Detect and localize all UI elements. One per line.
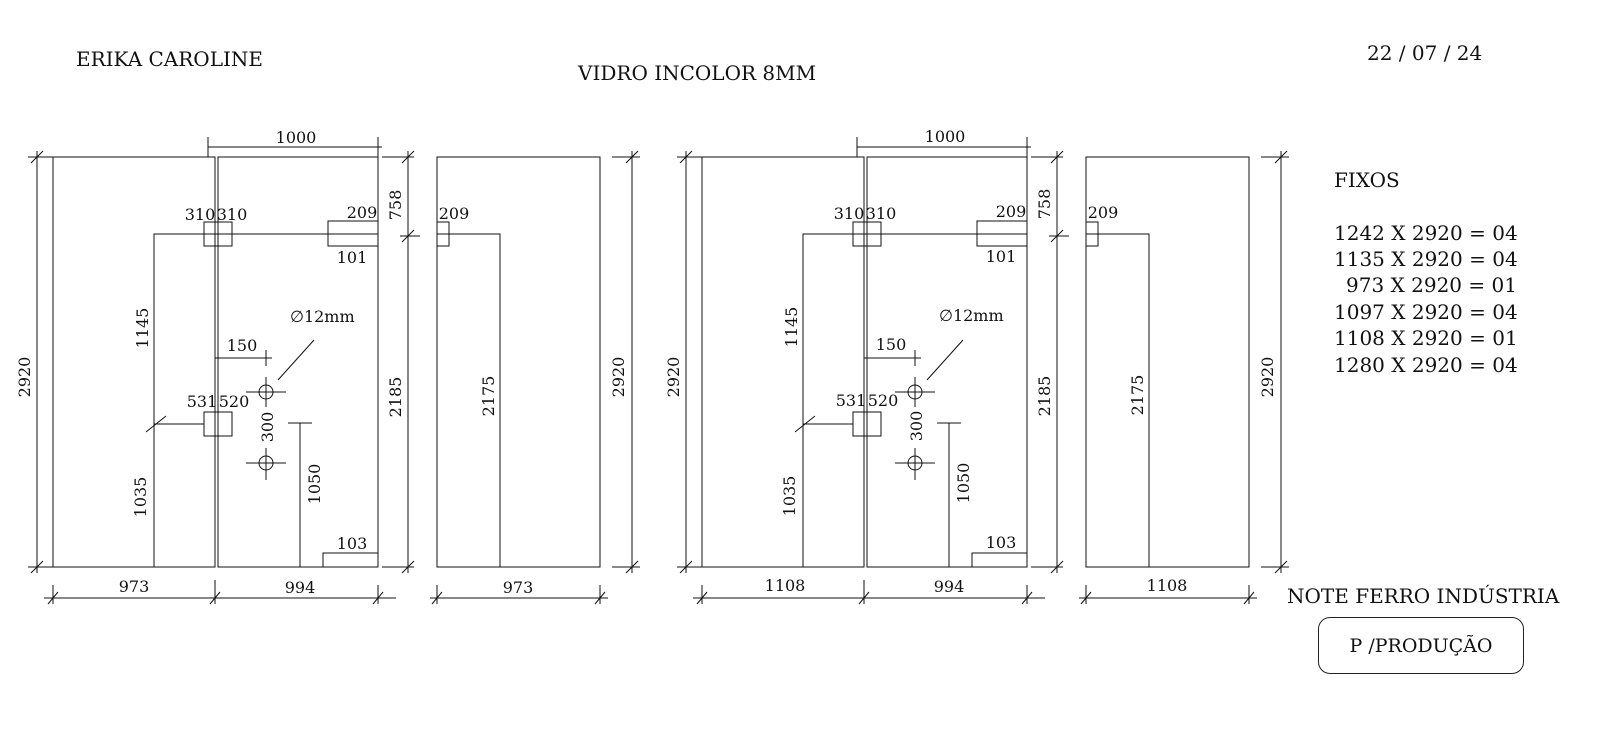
hinge-box (203, 221, 233, 247)
dim-side-total: 2920 (1258, 357, 1277, 398)
panel-b-side (1085, 156, 1250, 568)
dim-bottom-tab: 103 (986, 533, 1017, 552)
company-name: NOTE FERRO INDÚSTRIA (1287, 584, 1560, 608)
fixos-item: 1135 X 2920 = 04 (1334, 247, 1518, 271)
dim-lower-right: 1050 (305, 464, 324, 505)
production-stamp-label: P /PRODUÇÃO (1349, 634, 1493, 657)
dim-mid-hinge-b: 520 (219, 392, 250, 411)
tab-box (976, 220, 1028, 247)
date-label: 22 / 07 / 24 (1367, 41, 1483, 65)
panel-a-left (52, 156, 216, 568)
dim-hole-gap: 300 (258, 412, 277, 443)
dim-top-right: 758 (1035, 189, 1054, 220)
dim-upper-left: 1145 (133, 308, 152, 349)
dim-tab-width: 209 (347, 203, 378, 222)
drawing-a (28, 137, 640, 605)
dim-side-height: 2175 (479, 376, 498, 417)
dim-lower-left: 1035 (780, 476, 799, 517)
fixos-item: 1108 X 2920 = 01 (1334, 326, 1518, 350)
dim-hole-diameter: ∅12mm (290, 307, 355, 326)
dim-hole-gap: 300 (907, 411, 926, 442)
dim-height-left: 2920 (15, 357, 34, 398)
dim-side-bottom: 1108 (1147, 576, 1188, 595)
dim-bottom-right: 994 (934, 577, 965, 596)
dim-mid-hinge-a: 531 (836, 391, 867, 410)
dim-height-left: 2920 (664, 357, 683, 398)
fixos-item: 1242 X 2920 = 04 (1334, 221, 1518, 245)
fixos-item: 1280 X 2920 = 04 (1334, 353, 1518, 377)
dim-bottom-left: 1108 (765, 576, 806, 595)
dim-hinge-a: 310 (185, 205, 216, 224)
dim-hole-offset: 150 (227, 336, 258, 355)
dim-lower-right: 1050 (954, 463, 973, 504)
material-label: VIDRO INCOLOR 8MM (578, 61, 817, 85)
dim-upper-left: 1145 (782, 307, 801, 348)
dim-hole-diameter: ∅12mm (939, 306, 1004, 325)
drawing-b (677, 137, 1289, 605)
dim-top-width: 1000 (925, 127, 966, 146)
dim-lower-left: 1035 (131, 477, 150, 518)
dim-side-total: 2920 (609, 357, 628, 398)
dim-side-tab: 209 (1088, 203, 1119, 222)
panel-a-side (436, 156, 601, 568)
dim-bottom-right: 994 (285, 578, 316, 597)
fixos-item: 1097 X 2920 = 04 (1334, 300, 1518, 324)
dim-hinge-b: 310 (866, 204, 897, 223)
panel-b-left (701, 156, 865, 568)
tab-box (1085, 221, 1099, 247)
dim-side-tab: 209 (439, 204, 470, 223)
dim-tab-width: 209 (996, 202, 1027, 221)
fixos-item: 973 X 2920 = 01 (1346, 273, 1517, 297)
tab-box (327, 220, 379, 247)
dim-top-width: 1000 (276, 128, 317, 147)
tab-box (436, 221, 450, 247)
fixos-title: FIXOS (1334, 168, 1400, 192)
dim-mid-hinge-b: 520 (868, 391, 899, 410)
dim-top-right: 758 (386, 190, 405, 221)
dim-side-height: 2175 (1128, 375, 1147, 416)
dim-hole-offset: 150 (876, 335, 907, 354)
dim-tab-height: 101 (337, 248, 368, 267)
client-name: ERIKA CAROLINE (76, 47, 263, 71)
hinge-box (852, 221, 882, 247)
dim-right-height: 2185 (386, 377, 405, 418)
dim-hinge-a: 310 (834, 204, 865, 223)
panel-b-right (866, 156, 1028, 568)
panel-a-right (217, 156, 379, 568)
dim-bottom-left: 973 (119, 577, 150, 596)
dim-right-height: 2185 (1035, 376, 1054, 417)
dim-side-bottom: 973 (503, 578, 534, 597)
dim-tab-height: 101 (986, 247, 1017, 266)
dim-bottom-tab: 103 (337, 534, 368, 553)
dim-hinge-b: 310 (217, 205, 248, 224)
dim-mid-hinge-a: 531 (187, 392, 218, 411)
production-stamp: P /PRODUÇÃO (1318, 617, 1524, 674)
